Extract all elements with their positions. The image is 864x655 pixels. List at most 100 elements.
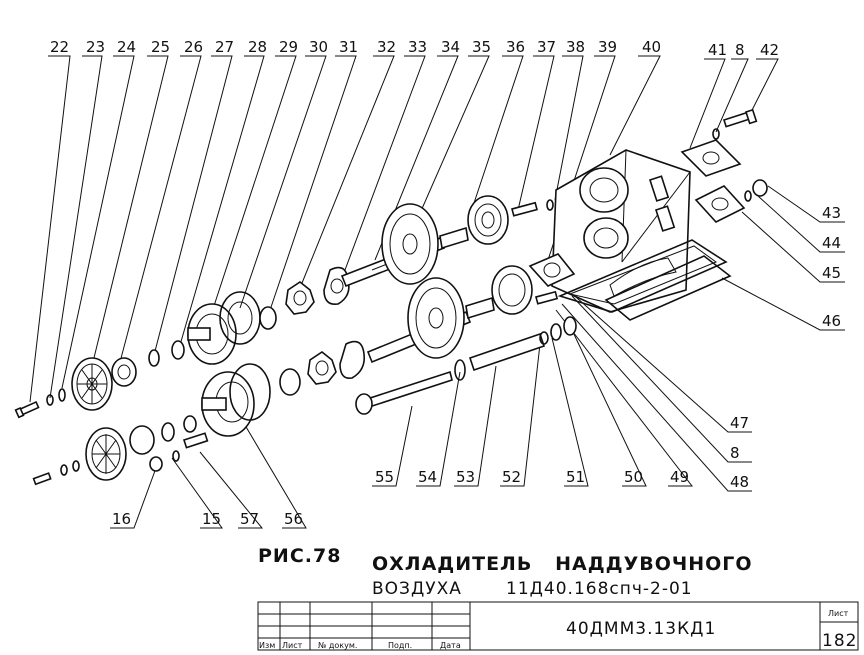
bolt-38 bbox=[511, 199, 554, 217]
ring-28 bbox=[171, 340, 185, 360]
impeller-disc-lower bbox=[407, 277, 465, 359]
col-doc: № докум. bbox=[318, 641, 357, 650]
nut-50 bbox=[563, 316, 577, 336]
label-54: 54 bbox=[418, 468, 437, 486]
ring-54 bbox=[454, 359, 466, 381]
label-57: 57 bbox=[240, 510, 259, 528]
figure-title-line2a: ВОЗДУХА bbox=[372, 579, 462, 599]
flange-39 bbox=[528, 253, 576, 287]
washer-8-top bbox=[712, 128, 720, 140]
flange-29 bbox=[187, 303, 237, 365]
tie-rod-55 bbox=[355, 370, 453, 415]
ring-27 bbox=[148, 349, 160, 367]
bolt-42 bbox=[722, 108, 758, 128]
label-16: 16 bbox=[112, 510, 131, 528]
bearing-lower bbox=[491, 265, 533, 315]
bottom-label-group: 16 15 57 56 55 54 53 52 51 50 49 bbox=[110, 309, 694, 529]
flange-56 bbox=[201, 371, 255, 437]
label-32: 32 bbox=[377, 38, 396, 56]
label-27: 27 bbox=[215, 38, 234, 56]
label-50: 50 bbox=[624, 468, 643, 486]
spacer-lower bbox=[465, 296, 495, 320]
document-number: 40ДММ3.13КД1 bbox=[566, 619, 716, 639]
label-30: 30 bbox=[309, 38, 328, 56]
label-26: 26 bbox=[184, 38, 203, 56]
top-label-group: 22 23 24 25 26 27 28 29 30 31 32 33 34 3… bbox=[29, 38, 779, 403]
handwheel-lower bbox=[85, 427, 127, 481]
label-37: 37 bbox=[537, 38, 556, 56]
ring-lower-3 bbox=[279, 368, 301, 396]
plug-43 bbox=[752, 179, 768, 197]
handwheel-25 bbox=[71, 357, 113, 411]
gasket-lower bbox=[229, 363, 271, 421]
label-40: 40 bbox=[642, 38, 661, 56]
washer-lower-2 bbox=[72, 460, 80, 472]
cover-45 bbox=[694, 185, 746, 223]
lock-plate-lower bbox=[339, 340, 366, 380]
col-sign: Подп. bbox=[388, 641, 412, 650]
tube-53 bbox=[468, 332, 546, 372]
label-8-top: 8 bbox=[735, 41, 745, 59]
label-15: 15 bbox=[202, 510, 221, 528]
bearing-37 bbox=[467, 195, 509, 245]
gasket-46 bbox=[604, 255, 732, 321]
ring-31 bbox=[259, 306, 277, 330]
cover-41 bbox=[680, 139, 742, 177]
upper-parts-row bbox=[14, 195, 554, 419]
label-44: 44 bbox=[822, 234, 841, 252]
col-izm: Изм bbox=[259, 641, 275, 650]
figure-title-line1: ОХЛАДИТЕЛЬ НАДДУВОЧНОГО bbox=[372, 553, 753, 575]
label-47: 47 bbox=[730, 414, 749, 432]
bolt-48 bbox=[535, 290, 559, 305]
stud-57 bbox=[182, 432, 209, 449]
washer-44 bbox=[744, 190, 752, 202]
label-43: 43 bbox=[822, 204, 841, 222]
washer-24 bbox=[58, 388, 66, 402]
label-38: 38 bbox=[566, 38, 585, 56]
label-8-right: 8 bbox=[730, 444, 740, 462]
label-22: 22 bbox=[50, 38, 69, 56]
label-52: 52 bbox=[502, 468, 521, 486]
sheet-number: 182 bbox=[822, 631, 857, 651]
label-53: 53 bbox=[456, 468, 475, 486]
ring-lower bbox=[161, 422, 175, 442]
washer-23 bbox=[46, 394, 54, 406]
label-48: 48 bbox=[730, 473, 749, 491]
star-nut-32 bbox=[285, 281, 315, 315]
label-25: 25 bbox=[151, 38, 170, 56]
label-24: 24 bbox=[117, 38, 136, 56]
label-36: 36 bbox=[506, 38, 525, 56]
label-55: 55 bbox=[375, 468, 394, 486]
label-28: 28 bbox=[248, 38, 267, 56]
label-33: 33 bbox=[408, 38, 427, 56]
ring-lower-2 bbox=[183, 415, 197, 433]
washer-15 bbox=[172, 450, 180, 462]
right-label-group: 43 44 45 46 47 8 48 bbox=[561, 185, 845, 492]
label-51: 51 bbox=[566, 468, 585, 486]
impeller-disc-35 bbox=[381, 203, 439, 285]
label-42: 42 bbox=[760, 41, 779, 59]
label-35: 35 bbox=[472, 38, 491, 56]
label-29: 29 bbox=[279, 38, 298, 56]
cooler-housing-40 bbox=[551, 149, 728, 313]
nut-26 bbox=[111, 357, 137, 387]
col-list: Лист bbox=[282, 641, 303, 650]
ring-52 bbox=[539, 331, 549, 345]
sheet-label: Лист bbox=[828, 609, 849, 618]
spacer-36 bbox=[439, 226, 469, 250]
label-46: 46 bbox=[822, 312, 841, 330]
figure-label: РИС.78 bbox=[258, 545, 341, 567]
star-nut-lower bbox=[307, 351, 337, 385]
lower-parts-row bbox=[32, 265, 577, 486]
label-49: 49 bbox=[670, 468, 689, 486]
washer-lower-1 bbox=[60, 464, 68, 476]
col-date: Дата bbox=[440, 641, 461, 650]
label-41: 41 bbox=[708, 41, 727, 59]
label-34: 34 bbox=[441, 38, 460, 56]
figure-title-line2b: 11Д40.168спч-2-01 bbox=[506, 579, 693, 599]
label-23: 23 bbox=[86, 38, 105, 56]
nut-16 bbox=[129, 425, 163, 472]
label-31: 31 bbox=[339, 38, 358, 56]
label-45: 45 bbox=[822, 264, 841, 282]
